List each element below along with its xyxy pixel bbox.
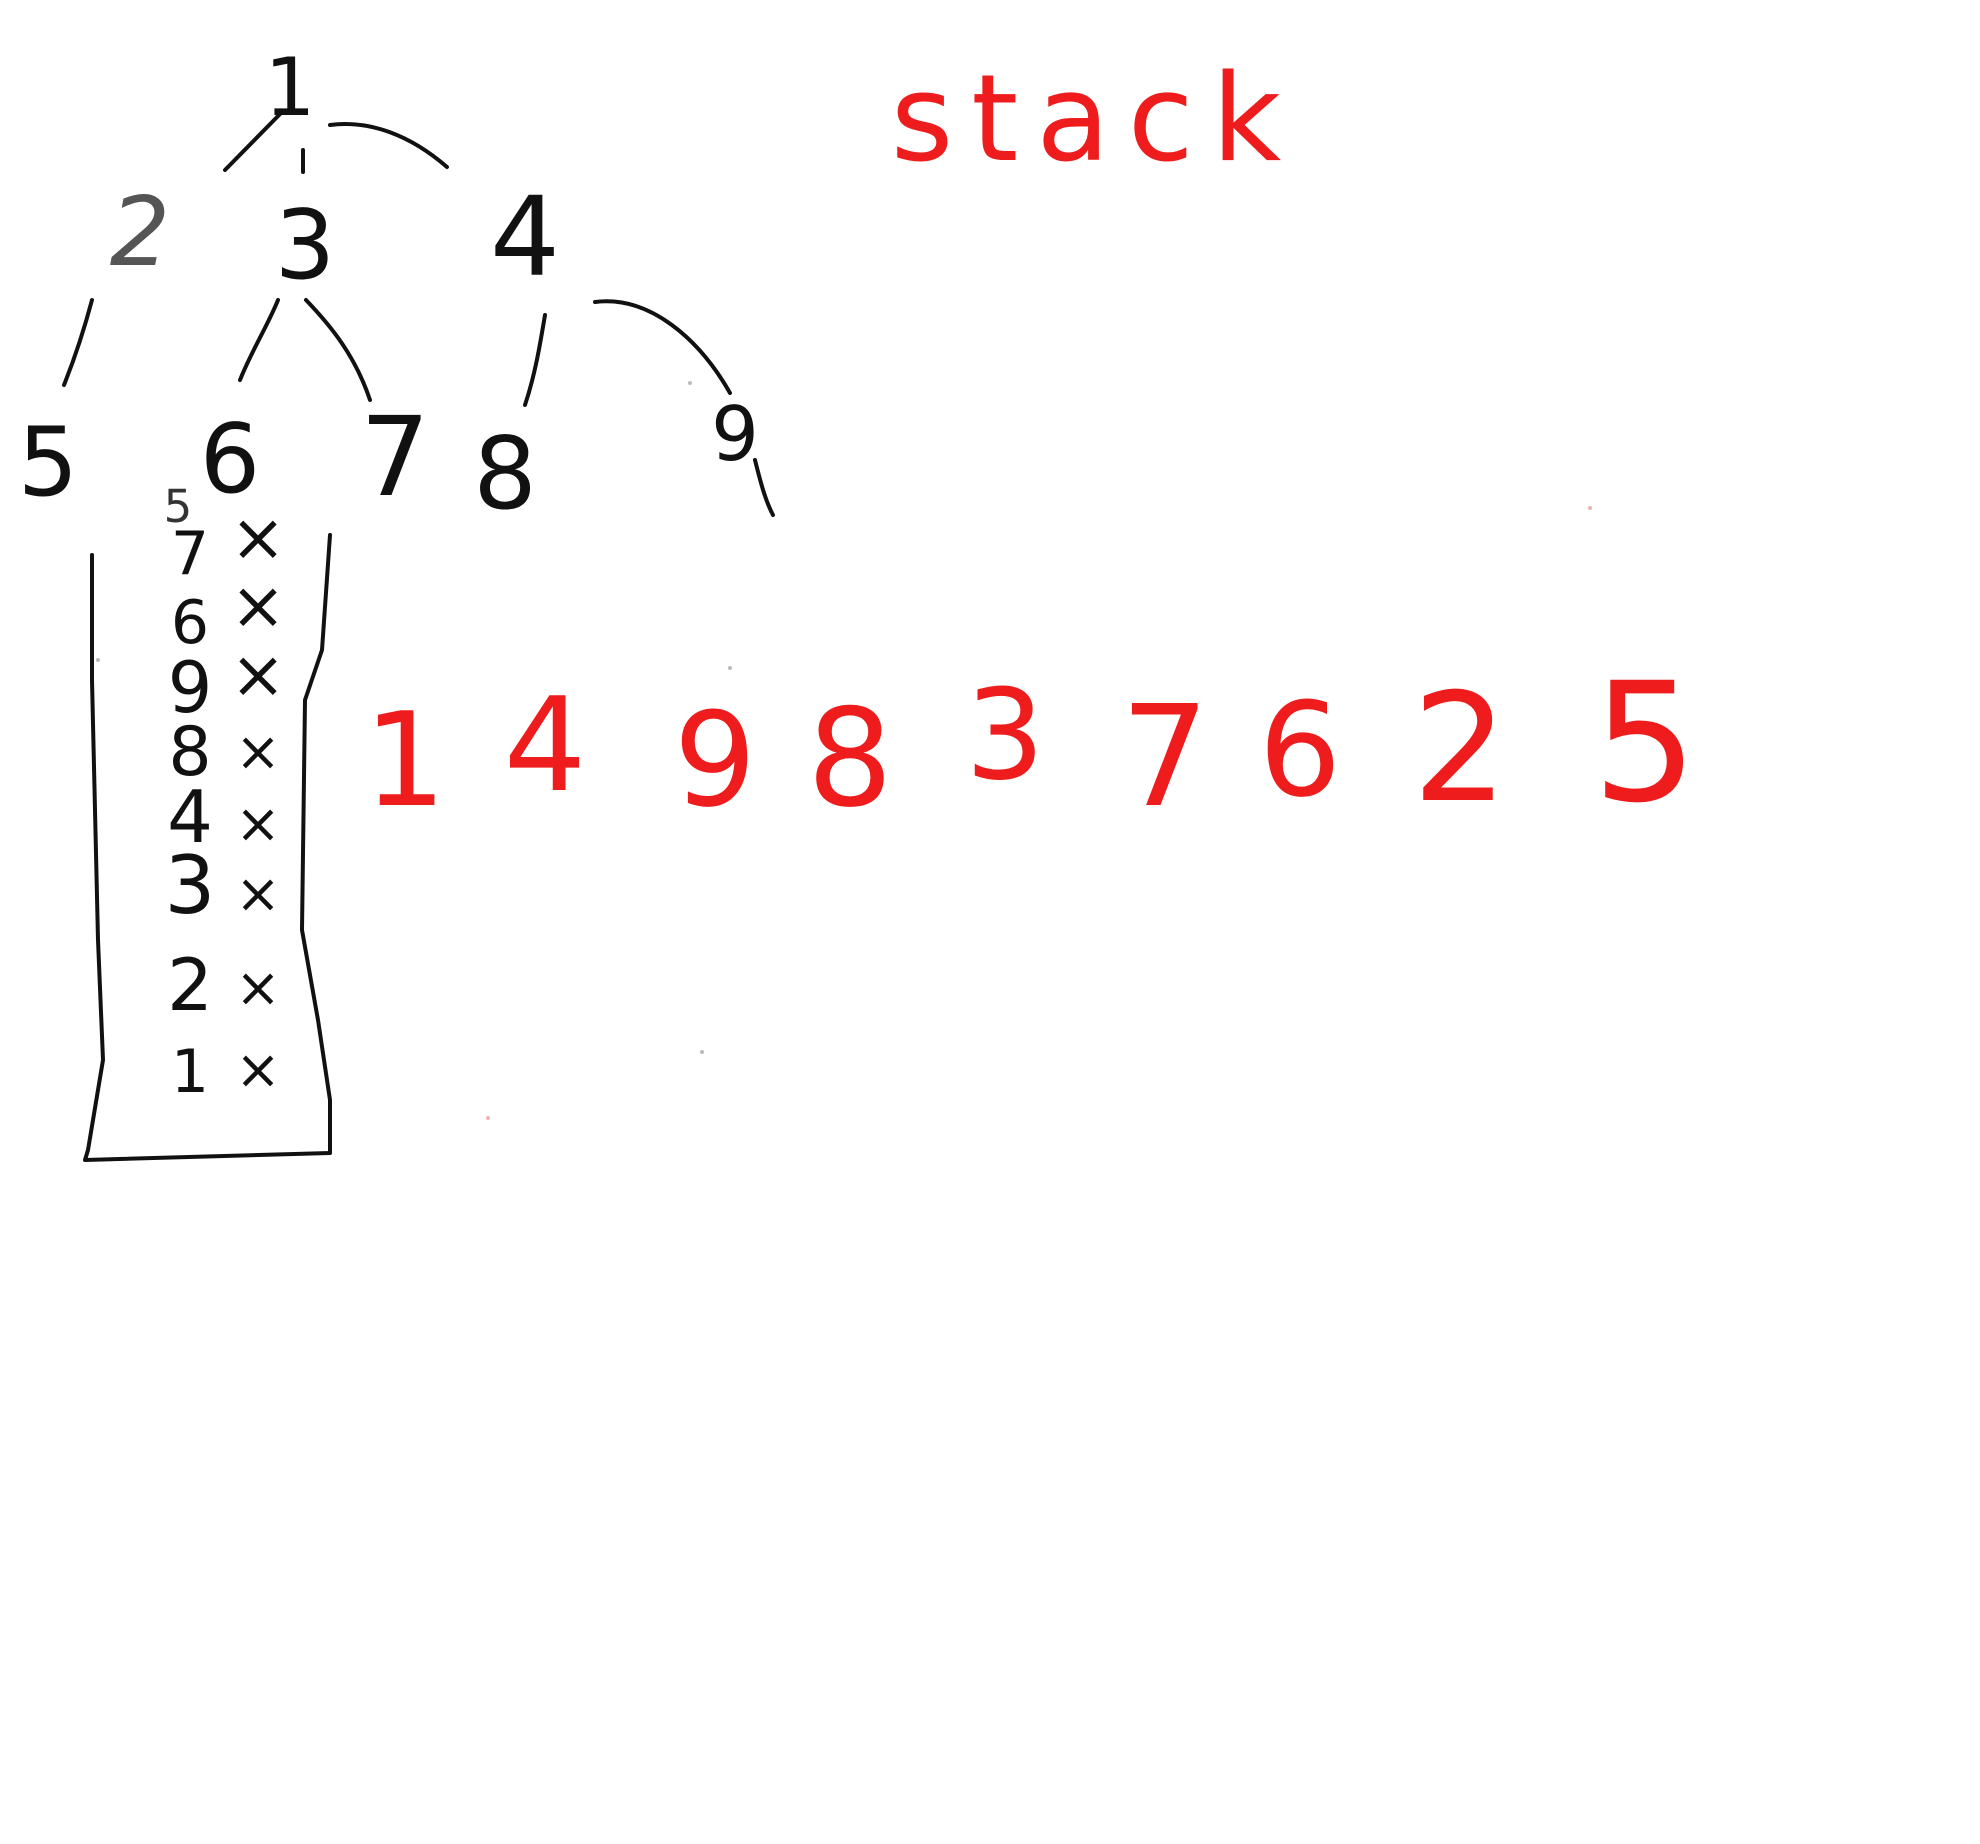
stack-entry-value: 8 [168,713,211,792]
stray-dot [1588,506,1592,510]
stack-entry-value: 4 [167,775,213,859]
stray-dot [728,666,732,670]
traversal-digit: 9 [674,684,757,836]
stack-entry-mark: × [230,636,285,713]
stack-entry-value: 1 [171,1037,209,1107]
edge-4-to-9 [593,299,732,395]
stray-dot [96,658,100,662]
stack-contents: 5 7×6×9×8×4×3×2×1× [164,480,286,1107]
traversal-digit: 6 [1259,674,1342,826]
traversal-digit: 4 [504,669,587,821]
edge-2-to-5 [62,298,94,387]
traversal-digit: 2 [1412,662,1507,836]
stray-dots [96,381,1592,1120]
stack-entry-mark: × [230,499,285,576]
edge-4-to-8 [523,313,547,407]
stack-entry-mark: × [235,792,280,855]
tree-node-2: 2 [110,178,170,288]
stack-entry-value: 3 [165,839,216,932]
stack-entry-value: 7 [171,519,209,589]
stack-entry-mark: × [235,862,280,925]
title-stack: stack [891,50,1300,189]
edge-3-to-7 [304,298,372,402]
stack-entries: 7×6×9×8×4×3×2×1× [165,499,286,1107]
tree-edges [62,110,775,517]
tree-nodes: 1 2 3 4 5 6 7 8 9 [18,41,759,532]
traversal-digit: 8 [807,680,893,837]
tree-node-6: 6 [200,405,260,515]
edge-9-tail [753,458,775,517]
stack-entry-mark: × [230,567,285,644]
tree-node-8: 8 [473,415,537,532]
traversal-digit: 5 [1593,647,1698,839]
stray-dot [700,1050,704,1054]
stray-dot [688,381,692,385]
stack-container [83,533,332,1162]
stack-entry-value: 9 [168,647,213,729]
tree-node-3: 3 [275,191,335,301]
tree-node-9: 9 [711,390,759,478]
edge-root-to-4 [328,122,449,169]
stack-top-value: 5 [164,480,193,533]
stray-dot [486,1116,490,1120]
tree-node-5: 5 [18,408,78,518]
edge-3-to-6 [238,298,280,382]
traversal-digit: 3 [965,663,1045,808]
stack-entry-value: 6 [171,588,209,658]
stack-entry-mark: × [235,720,280,783]
tree-node-root: 1 [265,41,316,134]
tree-node-4: 4 [490,173,560,301]
tree-node-7: 7 [360,393,430,521]
traversal-digit: 1 [364,684,447,836]
stack-entry-mark: × [235,1038,280,1101]
edge-root-to-2 [223,110,284,172]
stack-entry-value: 2 [167,943,213,1027]
stack-entry-mark: × [235,956,280,1019]
traversal-digit: 7 [1120,676,1209,839]
